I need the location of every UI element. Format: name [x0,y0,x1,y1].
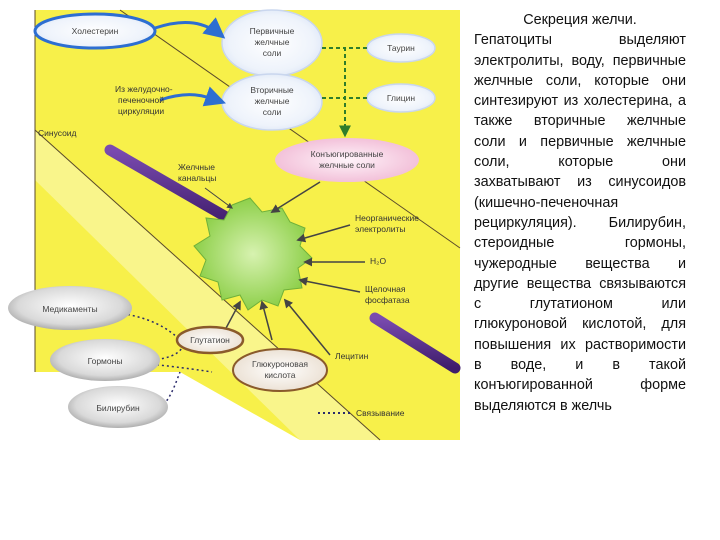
boundary-line [119,9,461,249]
bilirubin-label: Билирубин [96,403,140,413]
from-recirculation-label: Из желудочно- [115,84,173,94]
electrolytes-arrow [296,224,351,243]
conjugated-salts-label: Конъюгированные [311,149,384,159]
primary-salts-label: желчные [255,37,290,47]
bile-canaliculus-star [193,197,313,311]
secondary-salts-label: Вторичные [250,85,294,95]
glutathione-ellipse [175,325,245,355]
alkaline-phosphatase-label: фосфатаза [365,295,410,305]
recirculation-arrow [159,86,226,107]
cholesterol-ellipse [33,12,157,50]
lecithin-label: Лецитин [335,351,369,361]
bile-canaliculi-label: Желчные [178,162,215,172]
taurine-label: Таурин [387,43,415,53]
conjugated-to-star-arrow [270,181,321,213]
binding-label: Связывание [356,408,405,418]
description-panel: Секреция желчи. Гепатоциты выделяют элек… [474,10,686,416]
glucuronic-ellipse [232,348,328,392]
from-recirculation-label: печеночной [118,95,164,105]
from-recirculation-label: циркуляции [118,106,164,116]
primary-salts-label: соли [263,48,282,58]
canaliculus-tube [104,144,246,231]
primary-salts-label: Первичные [250,26,295,36]
hormones-label: Гормоны [88,356,123,366]
canaliculus-tube [369,312,461,374]
glucuronic-arrow [259,300,273,341]
phosphatase-arrow [298,276,361,293]
description-body: Гепатоциты выделяют электролиты, воду, п… [474,32,686,414]
glucuronic-label: Глюкуроновая [252,359,308,369]
bile-secretion-diagram: Холестерин Первичные желчные соли Таурин… [8,9,461,441]
conjugated-salts-label: желчные соли [319,160,375,170]
hormones-ellipse [50,339,160,381]
glycine-label: Глицин [387,93,415,103]
secondary-salts-label: желчные [255,96,290,106]
cholesterol-to-primary-arrow [154,17,226,39]
inorganic-electrolytes-label: Неорганические [355,213,419,223]
cholesterol-label: Холестерин [72,26,119,36]
bilirubin-ellipse [68,386,168,428]
glutathione-arrow [224,300,241,331]
alkaline-phosphatase-label: Щелочная [365,284,406,294]
glutathione-label: Глутатион [190,335,230,345]
binding-dotted-line [159,371,181,409]
conjugated-salts-ellipse [275,138,419,182]
bile-canaliculi-label: канальцы [178,173,216,183]
boundary-line [34,129,381,441]
inorganic-electrolytes-label: электролиты [355,224,406,234]
secondary-salts-label: соли [263,107,282,117]
drugs-label: Медикаменты [42,304,97,314]
glucuronic-label: кислота [265,370,296,380]
lecithin-arrow [283,298,331,356]
drugs-ellipse [8,286,132,330]
water-label: H₂O [370,256,386,266]
bile-canaliculi-pointer [204,187,233,209]
sinusoid-label: Синусоид [38,128,77,138]
description-title: Секреция желчи. [523,12,637,28]
